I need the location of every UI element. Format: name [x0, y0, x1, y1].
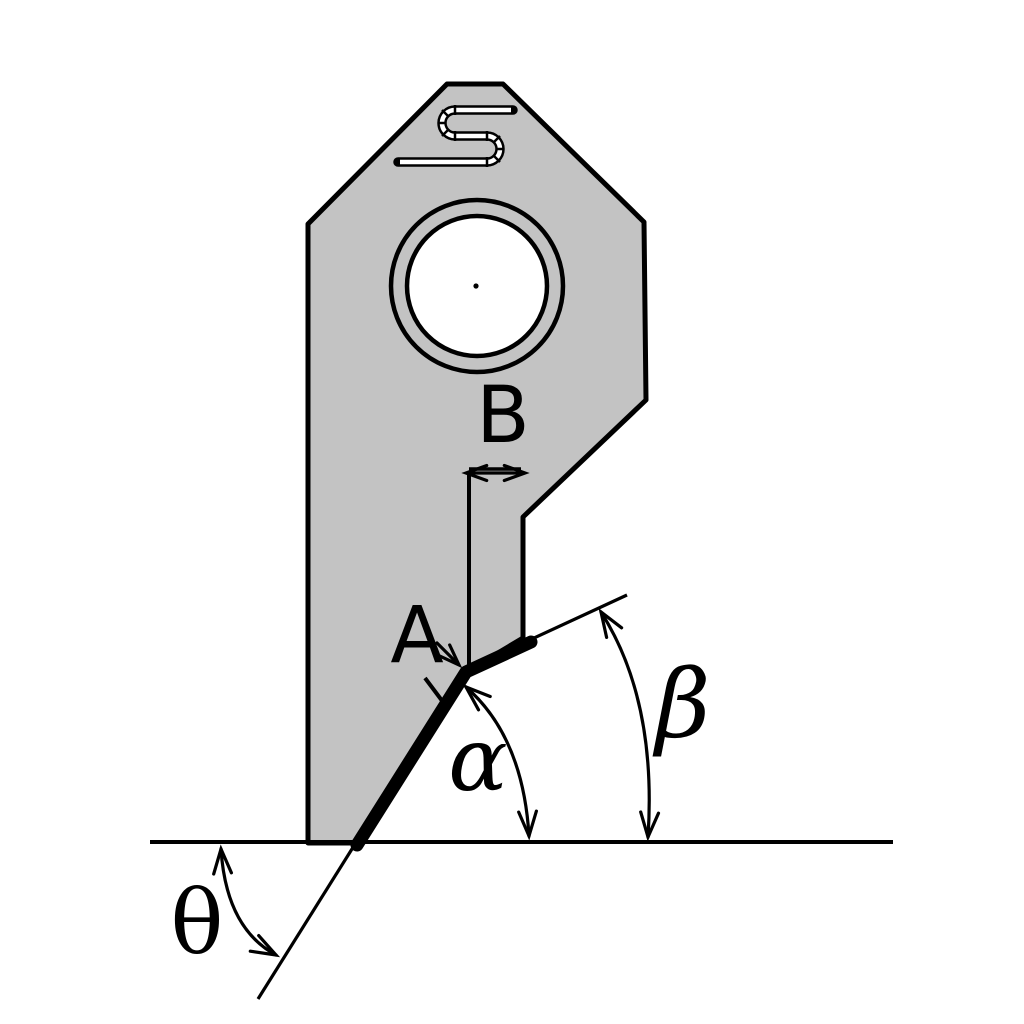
beta-arc-lower-arrowhead: [639, 810, 661, 842]
width-arrow-left-head: [461, 463, 489, 483]
s-mark-engraving: [393, 105, 518, 167]
a-leader-arrowhead: [437, 643, 463, 669]
hole-center-dot: [473, 283, 479, 289]
diagram-lines: [150, 81, 893, 1000]
a-leader-arrow: [435, 641, 463, 669]
alpha-arc-lower-arrowhead: [517, 809, 538, 841]
beta-angle-arc: [598, 608, 661, 842]
s-mark-hatch-ticks: [437, 105, 505, 167]
width-dimension-arrow: [461, 463, 530, 483]
width-arrow-right-head: [502, 463, 530, 483]
cutting-edge-thick-line: [350, 635, 538, 852]
edge-normal-stub: [423, 676, 445, 704]
beta-arc-upper-arrowhead: [598, 608, 624, 639]
label-theta: θ: [171, 871, 224, 974]
label-a: A: [390, 591, 443, 681]
theta-arc-lower-arrowhead: [248, 934, 281, 958]
theta-arc-upper-arrowhead: [212, 844, 233, 876]
alpha-angle-arc: [462, 683, 538, 841]
label-b: B: [476, 371, 530, 461]
alpha-arc-upper-arrowhead: [462, 683, 492, 712]
theta-angle-arc: [212, 844, 281, 958]
label-alpha: α: [448, 708, 507, 811]
label-beta: β: [653, 650, 711, 760]
mounting-hole-outer-ring: [388, 197, 566, 375]
theta-extension-line: [256, 832, 364, 1000]
